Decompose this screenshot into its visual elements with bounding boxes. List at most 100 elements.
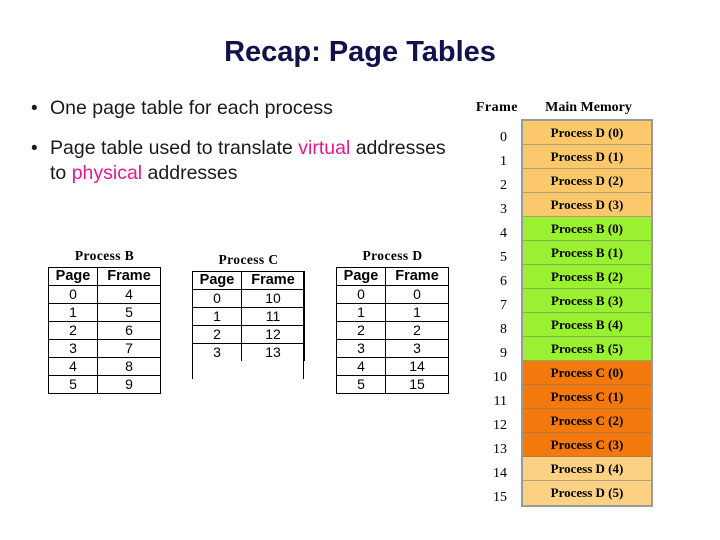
page-table-process-b: Process B Page Frame 0 4 1 5 2 (48, 248, 161, 394)
page-table-process-c: Process C Page Frame 0 10 1 11 2 (192, 252, 305, 379)
table-row: 3 13 (192, 343, 305, 361)
cell-page: 3 (48, 339, 98, 358)
bullet-text-1-virtual: virtual (298, 136, 351, 159)
cell-page: 5 (48, 375, 98, 394)
bullet-text-1-mid: addresses to (50, 136, 446, 185)
page-table: Page Frame 0 4 1 5 2 6 3 (48, 267, 161, 394)
table-header-row: Page Frame (192, 271, 305, 290)
bullet-text-0: One page table for each process (50, 97, 333, 119)
table-row: 2 2 (336, 321, 449, 340)
memory-frame-cell: Process C (2) (523, 409, 651, 433)
cell-page: 2 (336, 321, 386, 340)
memory-frame-cell: Process B (2) (523, 265, 651, 289)
frame-number: 8 (500, 322, 507, 337)
table-row: 1 11 (192, 307, 305, 326)
frame-number: 2 (500, 178, 507, 193)
cell-frame: 1 (385, 303, 449, 322)
cell-frame: 9 (97, 375, 161, 394)
column-header-frame: Frame (385, 267, 449, 286)
table-row: 3 7 (48, 339, 161, 358)
table-row: 4 8 (48, 357, 161, 376)
table-row: 1 5 (48, 303, 161, 322)
cell-frame: 7 (97, 339, 161, 358)
cell-frame: 2 (385, 321, 449, 340)
column-header-frame: Frame (97, 267, 161, 286)
frame-number: 11 (493, 394, 507, 409)
memory-frame-cell: Process B (1) (523, 241, 651, 265)
cell-page: 0 (336, 285, 386, 304)
frame-number: 12 (493, 418, 507, 433)
table-row: 2 12 (192, 325, 305, 344)
frame-number: 10 (493, 370, 507, 385)
memory-frame-cell: Process D (1) (523, 145, 651, 169)
bullet-text-1-post: addresses (142, 162, 238, 185)
frame-number: 15 (493, 490, 507, 505)
cell-page: 0 (192, 289, 242, 308)
memory-frame-cell: Process D (4) (523, 457, 651, 481)
memory-frame-cell: Process C (3) (523, 433, 651, 457)
page-table: Page Frame 0 10 1 11 2 12 3 (192, 271, 305, 361)
frame-number: 3 (500, 202, 507, 217)
bullet-item-1: •Page table used to translate virtual ad… (28, 136, 448, 187)
memory-frame-cell: Process D (0) (523, 121, 651, 145)
cell-frame: 10 (241, 289, 305, 308)
page-table-body: 0 10 1 11 2 12 3 13 (192, 289, 305, 361)
cell-page: 3 (336, 339, 386, 358)
page-table-body: 0 4 1 5 2 6 3 7 4 8 (48, 285, 161, 394)
memory-frame-cell: Process B (5) (523, 337, 651, 361)
cell-frame: 13 (241, 343, 305, 361)
cell-page: 1 (48, 303, 98, 322)
cell-page: 4 (336, 357, 386, 376)
memory-frame-cell: Process B (4) (523, 313, 651, 337)
cell-frame: 0 (385, 285, 449, 304)
page-table: Page Frame 0 0 1 1 2 2 3 (336, 267, 449, 394)
table-row: 3 3 (336, 339, 449, 358)
memory-frame-cell: Process D (2) (523, 169, 651, 193)
column-header-page: Page (336, 267, 386, 286)
bullet-marker-icon: • (31, 98, 38, 119)
cell-page: 2 (48, 321, 98, 340)
cell-frame: 5 (97, 303, 161, 322)
page-title: Recap: Page Tables (224, 36, 496, 68)
frame-number: 5 (500, 250, 507, 265)
memory-frame-cell: Process B (3) (523, 289, 651, 313)
memory-frame-cell: Process C (1) (523, 385, 651, 409)
memory-frame-cell: Process D (3) (523, 193, 651, 217)
column-header-page: Page (192, 271, 242, 290)
cell-page: 3 (192, 343, 242, 361)
frame-number: 0 (500, 130, 507, 145)
cell-frame: 4 (97, 285, 161, 304)
frame-number: 6 (500, 274, 507, 289)
table-row: 1 1 (336, 303, 449, 322)
column-header-page: Page (48, 267, 98, 286)
table-row: 0 4 (48, 285, 161, 304)
cell-page: 4 (48, 357, 98, 376)
page-table-caption: Process D (362, 248, 423, 263)
cell-page: 1 (192, 307, 242, 326)
cell-frame: 8 (97, 357, 161, 376)
main-memory-header: Main Memory (545, 100, 632, 115)
cell-page: 0 (48, 285, 98, 304)
cell-frame: 6 (97, 321, 161, 340)
frame-number: 14 (493, 466, 507, 481)
table-row: 5 15 (336, 375, 449, 394)
memory-frame-cell: Process D (5) (523, 481, 651, 505)
bullet-list: • One page table for each process •Page t… (28, 96, 448, 201)
table-row: 4 14 (336, 357, 449, 376)
bullet-text-1-pre: Page table used to translate (50, 136, 299, 159)
table-row: 2 6 (48, 321, 161, 340)
frame-number: 13 (493, 442, 507, 457)
cell-frame: 15 (385, 375, 449, 394)
table-row: 5 9 (48, 375, 161, 394)
page-table-body: 0 0 1 1 2 2 3 3 4 14 (336, 285, 449, 394)
cell-frame: 3 (385, 339, 449, 358)
table-row: 0 0 (336, 285, 449, 304)
cell-frame: 14 (385, 357, 449, 376)
column-header-frame: Frame (241, 271, 305, 290)
frame-column-header: Frame (475, 100, 518, 115)
table-row: 0 10 (192, 289, 305, 308)
cell-frame: 11 (241, 307, 305, 326)
frame-number: 4 (500, 226, 507, 241)
page-table-process-d: Process D Page Frame 0 0 1 1 2 (336, 248, 449, 394)
